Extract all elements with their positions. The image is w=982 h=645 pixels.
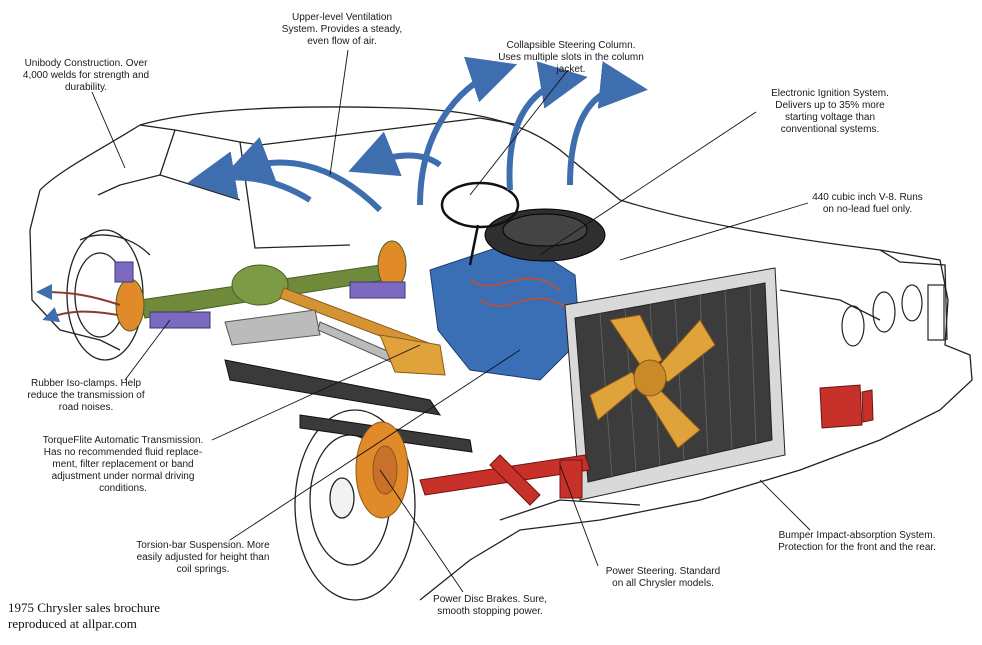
front-suspension xyxy=(419,454,591,506)
rear-airflow-arrows xyxy=(36,284,121,323)
callout-steering-column: Collapsible Steering Column. Uses multip… xyxy=(498,40,644,75)
callout-disc-brakes: Power Disc Brakes. Sure, smooth stopping… xyxy=(433,594,547,617)
callout-transmission: TorqueFlite Automatic Transmission. Has … xyxy=(42,435,204,494)
credit-text: 1975 Chrysler sales brochure reproduced … xyxy=(8,600,160,632)
callout-ignition: Electronic Ignition System. Delivers up … xyxy=(771,88,889,135)
callout-ventilation: Upper-level Ventilation System. Provides… xyxy=(281,12,403,47)
callout-power-steering: Power Steering. Standard on all Chrysler… xyxy=(605,566,721,589)
front-brake-rotor xyxy=(355,421,409,519)
bumper-guards xyxy=(819,384,874,429)
callout-iso-clamps: Rubber Iso-clamps. Help reduce the trans… xyxy=(27,378,145,413)
callout-torsion-bar: Torsion-bar Suspension. More easily adju… xyxy=(136,540,270,575)
transmission xyxy=(379,334,446,376)
headlights xyxy=(841,284,945,347)
cooling-fan xyxy=(589,314,716,449)
leader-lines xyxy=(91,49,811,593)
credit-line-1: 1975 Chrysler sales brochure xyxy=(8,600,160,615)
callout-engine: 440 cubic inch V-8. Runs on no-lead fuel… xyxy=(812,192,923,215)
rear-suspension xyxy=(114,261,406,329)
callout-bumper: Bumper Impact-absorption System. Protect… xyxy=(778,530,936,553)
airflow-arrows xyxy=(187,56,648,213)
rear-axle xyxy=(115,240,407,332)
steering-wheel xyxy=(440,181,520,266)
credit-line-2: reproduced at allpar.com xyxy=(8,616,137,631)
radiator xyxy=(564,267,786,501)
callout-unibody: Unibody Construction. Over 4,000 welds f… xyxy=(22,58,150,93)
